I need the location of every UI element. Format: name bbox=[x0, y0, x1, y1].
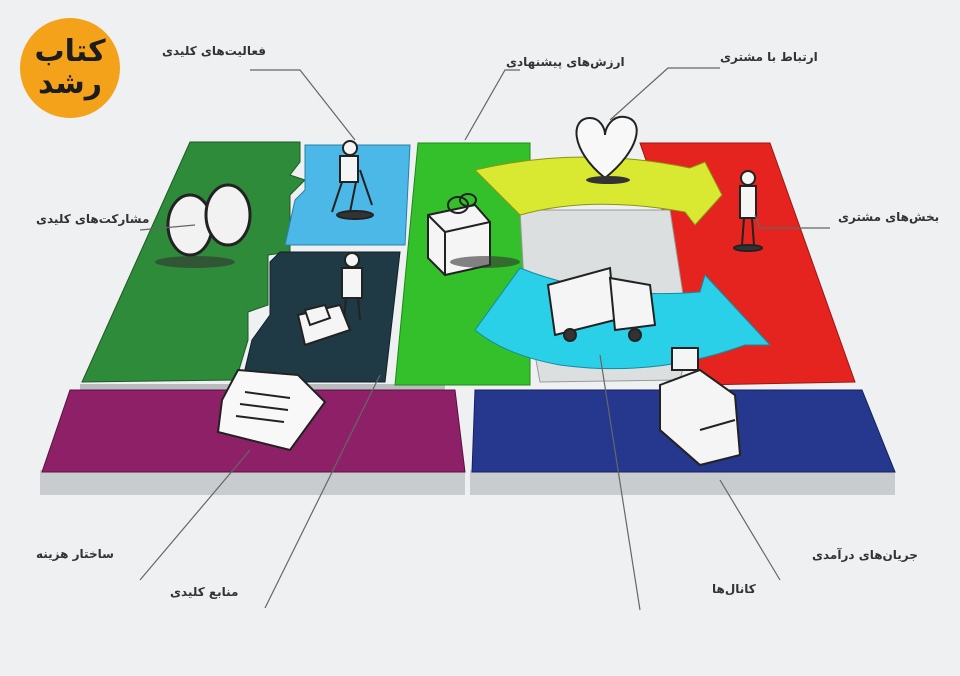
leader-lines bbox=[139, 67, 830, 611]
label-customer-relationships: ارتباط با مشتری bbox=[720, 50, 818, 64]
delivery-truck-icon bbox=[546, 266, 657, 342]
heart-icon bbox=[575, 115, 638, 184]
cash-register-icon bbox=[659, 347, 742, 467]
worker-with-cart-icon bbox=[296, 252, 363, 347]
label-key-partnerships: مشارکت‌های کلیدی bbox=[36, 212, 150, 226]
label-value-propositions: ارزش‌های پیشنهادی bbox=[506, 55, 625, 69]
label-key-resources: منابع کلیدی bbox=[170, 585, 239, 599]
brand-logo: کتاب رشد bbox=[20, 18, 120, 118]
worker-digging-icon bbox=[331, 140, 374, 220]
label-cost-structure: ساختار هزینه bbox=[36, 547, 114, 561]
gift-box-icon bbox=[427, 193, 520, 277]
label-channels: کانال‌ها bbox=[712, 582, 756, 596]
key-activities-block bbox=[284, 144, 411, 246]
label-customer-segments: بخش‌های مشتری bbox=[838, 210, 940, 224]
label-key-activities: فعالیت‌های کلیدی bbox=[162, 44, 266, 58]
customer-relationships-arrow bbox=[474, 156, 723, 226]
invoice-icon bbox=[216, 368, 327, 452]
logo-text-line2: رشد bbox=[37, 66, 103, 101]
label-revenue-streams: جریان‌های درآمدی bbox=[812, 548, 918, 562]
person-icon bbox=[733, 170, 763, 252]
logo-text-line1: کتاب bbox=[34, 34, 106, 69]
